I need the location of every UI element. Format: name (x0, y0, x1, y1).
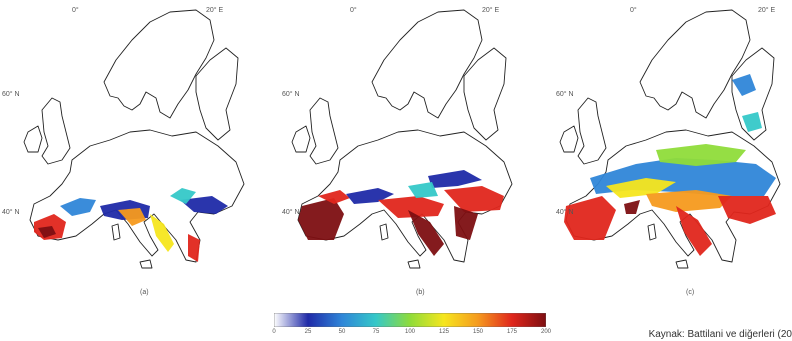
map-a: 0° 20° E 60° N 40° N (2, 6, 245, 269)
risk-area (38, 226, 56, 238)
risk-area (428, 170, 482, 188)
land-outline (23, 125, 43, 153)
lon-tick-0: 0° (72, 6, 79, 14)
risk-area (676, 206, 712, 256)
risk-areas (34, 188, 228, 262)
colorbar-tick-label: 100 (404, 329, 416, 335)
panel-label-a: (a) (140, 289, 149, 296)
risk-area (624, 200, 640, 214)
lat-tick-60n: 60° N (2, 90, 20, 98)
land-outline (577, 97, 607, 165)
risk-area (60, 198, 96, 216)
risk-area (150, 214, 174, 252)
map-panel-a: 0° 20° E 60° N 40° N (a) (0, 0, 268, 300)
lon-tick-20e: 20° E (758, 6, 776, 14)
map-b: 0° 20° E 60° N 40° N (282, 6, 513, 269)
land-outline (309, 97, 339, 165)
map-panel-c: 0° 20° E 60° N 40° N (c) (536, 0, 792, 300)
land-outline (291, 125, 311, 153)
land-outline (41, 97, 71, 165)
lat-tick-60n: 60° N (282, 90, 300, 98)
land-outline (675, 259, 689, 269)
lat-tick-60n: 60° N (556, 90, 574, 98)
lon-tick-0: 0° (630, 6, 637, 14)
lat-tick-40n: 40° N (2, 208, 20, 216)
risk-area (732, 74, 756, 96)
risk-areas (564, 74, 776, 256)
colorbar-tick-label: 50 (338, 329, 346, 335)
lon-tick-20e: 20° E (206, 6, 224, 14)
risk-area (378, 196, 444, 218)
risk-area (298, 198, 344, 240)
source-caption: Kaynak: Battilani ve diğerleri (20 (648, 329, 792, 340)
risk-area (646, 190, 732, 212)
map-c: 0° 20° E 60° N 40° N (556, 6, 781, 269)
risk-area (408, 182, 438, 198)
lon-tick-0: 0° (350, 6, 357, 14)
risk-area (656, 144, 746, 166)
risk-area (118, 208, 146, 226)
land-outline (559, 125, 579, 153)
risk-area (170, 188, 196, 204)
lat-tick-40n: 40° N (556, 208, 574, 216)
land-outline (647, 223, 657, 241)
colorbar-tick-label: 25 (304, 329, 312, 335)
risk-areas (298, 170, 504, 256)
land-outline (639, 9, 751, 119)
colorbar-tick-label: 150 (472, 329, 484, 335)
land-outline (195, 47, 239, 141)
colorbar-tick-label: 200 (540, 329, 552, 335)
risk-area (454, 206, 478, 240)
panel-label-b: (b) (416, 289, 425, 296)
risk-area (742, 112, 762, 132)
land-outline (379, 223, 389, 241)
colorbar-tick-label: 0 (272, 329, 276, 335)
risk-area (606, 178, 676, 198)
land-outline (371, 9, 483, 119)
risk-area (408, 210, 444, 256)
panel-label-c: (c) (686, 289, 695, 296)
map-panel-b: 0° 20° E 60° N 40° N (b) (268, 0, 536, 300)
colorbar (274, 313, 546, 327)
colorbar-tick-label: 125 (438, 329, 450, 335)
colorbar-tick-label: 175 (506, 329, 518, 335)
risk-area (718, 196, 776, 224)
risk-area (180, 196, 228, 214)
land-outline (139, 259, 153, 269)
europe-outline (23, 9, 245, 269)
lat-tick-40n: 40° N (282, 208, 300, 216)
risk-area (318, 190, 350, 204)
lon-tick-20e: 20° E (482, 6, 500, 14)
risk-area (188, 234, 200, 262)
land-outline (407, 259, 421, 269)
land-outline (463, 47, 507, 141)
land-outline (103, 9, 215, 119)
colorbar-gradient (274, 313, 546, 327)
colorbar-tick-label: 75 (372, 329, 380, 335)
risk-area (564, 196, 616, 240)
risk-area (444, 186, 504, 212)
land-outline (111, 223, 121, 241)
